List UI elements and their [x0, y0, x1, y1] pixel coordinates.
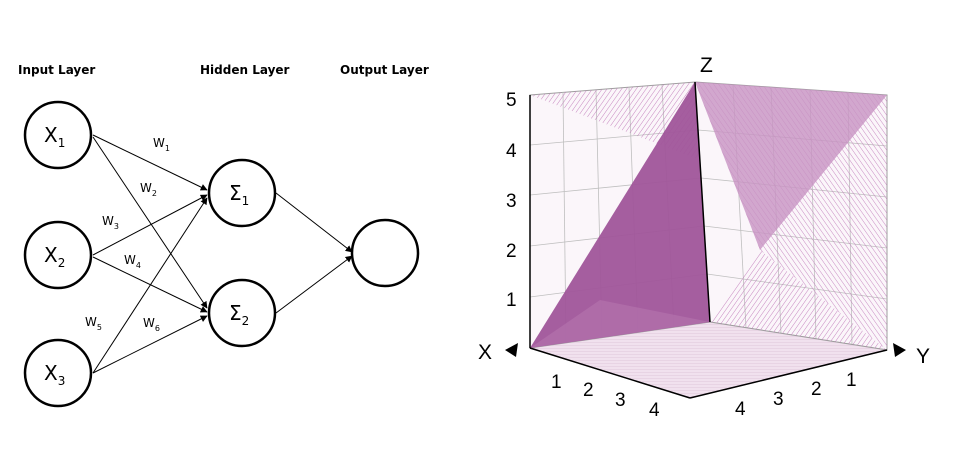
z-ticks: 1 2 3 4 5 — [506, 90, 517, 311]
mesh-surface — [530, 82, 700, 160]
y-tick-label: 4 — [735, 399, 746, 420]
svg-text:X3: X3 — [44, 361, 65, 388]
y-tick-label: 1 — [846, 370, 857, 391]
x-tick-label: 4 — [649, 400, 660, 421]
y-tick-label: 2 — [811, 379, 822, 400]
z-tick-label: 2 — [506, 241, 517, 262]
x-tick-label: 2 — [583, 380, 594, 401]
edge-x1-h2 — [92, 136, 208, 309]
axis-label-x: X — [478, 341, 492, 364]
x-tick-label: 3 — [615, 390, 626, 411]
connections — [92, 134, 353, 374]
weight-label: W5 — [85, 315, 102, 332]
x-axis-arrow-icon — [505, 343, 518, 357]
input-node: X2 — [23, 220, 93, 290]
y-axis-arrow-icon — [893, 343, 906, 357]
solid-surface — [530, 300, 710, 348]
plot-3d: X Y Z 1 2 3 4 5 1 2 3 4 1 2 3 4 — [478, 54, 930, 421]
z-tick-label: 4 — [506, 141, 517, 162]
hidden-layer-title: Hidden Layer — [200, 63, 290, 77]
edge-x2-h1 — [92, 194, 208, 256]
input-layer-title: Input Layer — [18, 63, 95, 77]
svg-text:X2: X2 — [44, 243, 65, 270]
axes — [529, 81, 888, 399]
weight-label: W2 — [140, 181, 157, 198]
hidden-node: Σ1 — [207, 158, 277, 228]
y-tick-label: 3 — [773, 389, 784, 410]
hidden-node: Σ2 — [207, 278, 277, 348]
edge-x2-h2 — [92, 256, 208, 313]
solid-surface — [530, 82, 710, 348]
weight-label: W6 — [143, 316, 160, 333]
z-tick-label: 1 — [506, 290, 517, 311]
edge-h1-out — [275, 192, 353, 253]
axis-label-y: Y — [916, 345, 930, 368]
svg-text:Σ2: Σ2 — [229, 301, 249, 328]
edge-x1-h1 — [92, 134, 208, 191]
x-ticks: 1 2 3 4 — [551, 372, 660, 421]
weight-label: W1 — [153, 136, 170, 153]
weight-label: W4 — [124, 253, 141, 270]
z-tick-label: 5 — [506, 90, 517, 111]
neural-network-diagram: Input Layer Hidden Layer Output Layer W1… — [18, 63, 429, 408]
input-node: X3 — [23, 338, 93, 408]
weight-labels: W1 W2 W3 W4 W5 W6 — [85, 136, 170, 333]
input-node: X1 — [23, 100, 93, 170]
output-node — [350, 218, 420, 288]
output-layer-title: Output Layer — [340, 63, 429, 77]
y-ticks: 1 2 3 4 — [735, 370, 857, 420]
x-tick-label: 1 — [551, 372, 562, 393]
svg-text:X1: X1 — [44, 123, 65, 150]
axis-label-z: Z — [700, 54, 713, 77]
edge-x3-h1 — [92, 197, 208, 374]
svg-text:Σ1: Σ1 — [229, 181, 249, 208]
solid-surface — [695, 82, 887, 250]
mesh-surface — [710, 250, 887, 350]
weight-label: W3 — [102, 214, 119, 231]
edge-h2-out — [275, 255, 353, 314]
edge-x3-h2 — [92, 315, 208, 374]
z-tick-label: 3 — [506, 191, 517, 212]
